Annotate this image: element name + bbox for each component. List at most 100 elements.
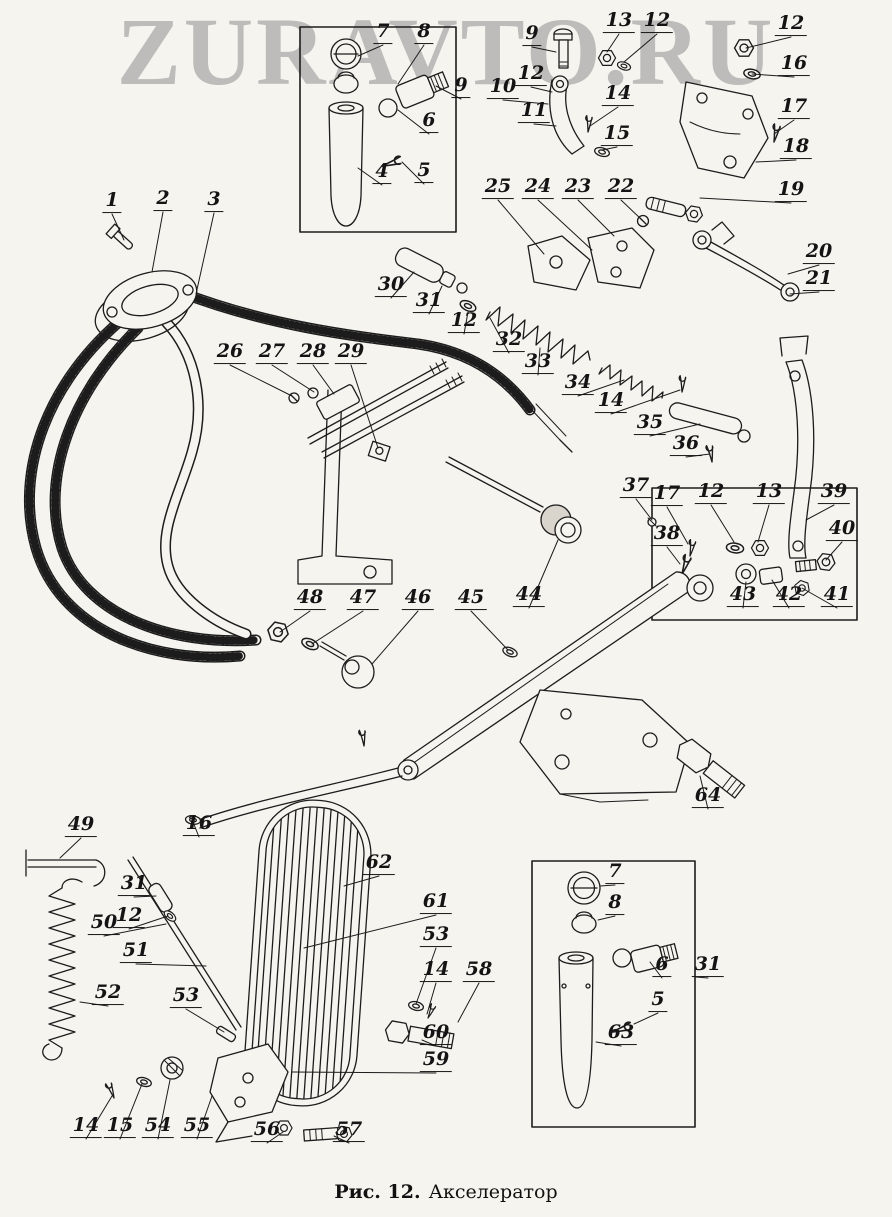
leader-line — [787, 264, 820, 275]
leader-line — [428, 285, 443, 315]
leader-line — [589, 106, 619, 127]
leader-line — [595, 1041, 622, 1047]
leader-line — [751, 73, 795, 78]
leader-line — [185, 1008, 225, 1033]
detail-box-cable-end-lower — [531, 860, 696, 1128]
leader-line — [685, 453, 711, 458]
pedal-rod — [184, 767, 403, 829]
leader-line — [771, 579, 790, 609]
leader-line — [577, 199, 615, 237]
leader-line — [610, 389, 681, 415]
leader-line — [119, 1083, 143, 1140]
leader-line — [623, 33, 658, 63]
leader-line — [390, 271, 415, 299]
leader-line — [192, 821, 200, 838]
leader-line — [597, 915, 616, 921]
leader-line — [103, 923, 167, 937]
leader-line — [157, 1079, 171, 1140]
leader-line — [633, 1012, 659, 1025]
leader-line — [457, 982, 480, 1023]
bracket-plate-group — [679, 39, 782, 179]
leader-line — [79, 1001, 109, 1007]
leader-line — [666, 546, 681, 565]
cable-core-tip — [529, 403, 573, 453]
leader-line — [757, 504, 770, 543]
leader-line — [397, 109, 430, 135]
leader-line — [343, 875, 380, 887]
cable-end-fittings — [265, 620, 520, 689]
leader-line — [397, 44, 425, 85]
leader-line — [502, 99, 549, 105]
leader-line — [350, 364, 379, 449]
lever-links — [645, 196, 800, 302]
leader-line — [357, 44, 384, 57]
choke-knob-rod — [445, 456, 582, 544]
leader-line — [530, 86, 553, 93]
rod-and-springs — [394, 247, 751, 464]
leader-line — [128, 915, 169, 930]
leader-line — [133, 895, 157, 898]
leader-line — [531, 46, 557, 53]
throttle-conduit — [174, 286, 536, 416]
swivel-bolt-group — [548, 28, 633, 159]
leader-line — [266, 1131, 284, 1144]
leader-line — [497, 199, 545, 255]
accelerator-pedal — [244, 799, 372, 1107]
leader-line — [312, 364, 335, 395]
leader-line — [421, 1039, 437, 1047]
leader-line — [577, 379, 625, 397]
leader-line — [699, 197, 792, 204]
pedal-lever-channel — [358, 571, 714, 803]
leader-line — [742, 581, 747, 609]
leader-line — [415, 947, 437, 1005]
leader-line — [666, 506, 689, 545]
leader-line — [279, 610, 311, 633]
leader-line — [606, 33, 620, 53]
leader-line — [196, 1095, 213, 1140]
mounting-flange — [94, 270, 198, 342]
leader-line — [635, 498, 653, 521]
leader-line — [435, 85, 462, 100]
leader-line — [773, 119, 795, 135]
leader-line — [745, 36, 792, 49]
leader-line — [649, 423, 701, 437]
leader-line — [801, 587, 838, 609]
leader-line — [151, 211, 164, 273]
pedal-pin-bolt — [384, 999, 455, 1050]
leader-line — [463, 311, 469, 335]
leader-line — [825, 541, 843, 561]
pedal-mount-bracket — [104, 1043, 354, 1143]
leader-line — [135, 963, 207, 967]
leader-line — [111, 213, 125, 241]
leader-line — [271, 364, 315, 393]
leader-line — [371, 610, 419, 665]
leader-lines — [59, 33, 843, 1144]
mounting-bolt — [676, 738, 746, 799]
leader-line — [85, 1095, 113, 1140]
leader-line — [195, 212, 215, 295]
leader-line — [755, 159, 797, 163]
hanger-strap — [779, 335, 815, 559]
figure-caption: Рис. 12. Акселератор — [0, 1181, 892, 1203]
return-spring-assembly — [25, 849, 242, 1061]
leader-line — [537, 199, 593, 251]
leader-line — [537, 347, 541, 376]
leader-line — [695, 976, 709, 979]
leader-line — [649, 961, 663, 979]
leader-line — [599, 884, 616, 887]
figure-number: Рис. 12. — [334, 1181, 421, 1203]
figure-title: Акселератор — [428, 1181, 558, 1203]
leader-line — [620, 199, 643, 221]
leader-line — [59, 837, 82, 859]
leader-line — [291, 1071, 437, 1074]
leader-line — [789, 291, 820, 295]
cable-left-outer — [24, 310, 246, 663]
leader-line — [229, 364, 293, 397]
flange-screw — [105, 223, 134, 250]
cable-housing — [159, 316, 252, 640]
leader-line — [805, 504, 835, 521]
leader-line — [303, 914, 437, 949]
leader-line — [401, 161, 425, 185]
throttle-rods — [307, 358, 465, 459]
